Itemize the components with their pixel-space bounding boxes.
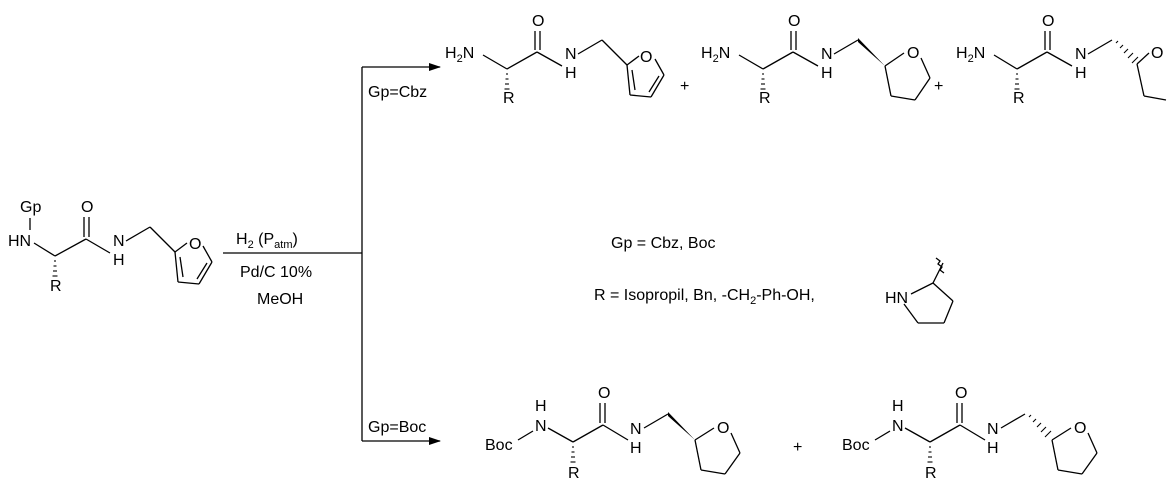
atom-amide-h: H (821, 65, 833, 82)
atom-amide-n: N (630, 421, 642, 438)
atom-carbonyl-o: O (532, 13, 544, 30)
thf-ring (1136, 52, 1167, 101)
hashed-wedge (504, 73, 510, 90)
thf-ring (694, 427, 741, 475)
atom-h2n: H2N (445, 45, 474, 65)
atom-r: R (50, 278, 62, 295)
bond (33, 242, 56, 257)
atom-amide-n: N (113, 233, 125, 250)
hashed-wedge (52, 260, 58, 277)
atom-amide-h: H (987, 440, 999, 457)
hashed-wedge (1014, 73, 1020, 90)
hashed-wedge (1028, 414, 1052, 438)
starting-material: Gp HN O N H R O (8, 199, 213, 295)
top-product-furan: H2N O N H R O (445, 13, 665, 107)
atom-h: H (535, 398, 547, 415)
solvent-label: MeOH (257, 291, 303, 308)
bond (149, 226, 176, 253)
atom-amide-n: N (987, 421, 999, 438)
atom-thf-o: O (907, 45, 919, 62)
atom-thf-o: O (1151, 45, 1163, 62)
atom-r: R (925, 465, 937, 478)
bond (54, 238, 87, 257)
plus-sign: + (680, 78, 689, 95)
atom-amide-h: H (113, 252, 125, 269)
atom-amide-h: H (630, 440, 642, 457)
atom-r: R (1013, 90, 1025, 107)
atom-n: N (892, 418, 904, 435)
hashed-wedge (570, 446, 576, 463)
atom-carbonyl-o: O (598, 385, 610, 402)
thf-ring (1051, 427, 1098, 475)
atom-carbonyl-o: O (1042, 13, 1054, 30)
atom-furan-o: O (189, 236, 201, 253)
bottom-product-boc-thf-s: H N Boc O N H R O (842, 385, 1098, 478)
atom-n: N (535, 418, 547, 435)
legend: Gp = Cbz, Boc R = Isopropil, Bn, -CH2-Ph… (594, 235, 954, 324)
furan-ring (626, 55, 665, 98)
atom-gp: Gp (20, 199, 41, 216)
plus-sign: + (793, 439, 802, 456)
bottom-branch-label: Gp=Boc (368, 419, 426, 436)
atom-carbonyl-o: O (955, 385, 967, 402)
bottom-product-boc-thf-r: H N Boc O N H R O (485, 385, 741, 478)
atom-hn: HN (8, 233, 31, 250)
top-branch-label: Gp=Cbz (368, 84, 427, 101)
reaction-arrow (223, 63, 441, 445)
thf-ring (884, 52, 931, 101)
hashed-wedge (1115, 40, 1139, 64)
catalyst-label: Pd/C 10% (240, 264, 312, 281)
furan-ring (174, 242, 213, 285)
atom-h: H (892, 398, 904, 415)
atom-pyrrolidine-hn: HN (885, 290, 908, 307)
r-definition: R = Isopropil, Bn, -CH2-Ph-OH, (594, 287, 815, 307)
bond (85, 238, 111, 254)
gp-definition: Gp = Cbz, Boc (611, 235, 716, 252)
atom-boc: Boc (842, 437, 870, 454)
attachment-point (935, 257, 945, 274)
atom-carbonyl-o: O (81, 199, 93, 216)
atom-amide-n: N (565, 46, 577, 63)
atom-h2n: H2N (701, 45, 730, 65)
bond (125, 226, 151, 242)
bold-wedge (858, 38, 885, 66)
atom-boc: Boc (485, 437, 513, 454)
top-product-thf-r: H2N O N H R O (701, 13, 931, 107)
bold-wedge (668, 412, 695, 440)
atom-amide-h: H (565, 65, 577, 82)
atom-amide-n: N (821, 46, 833, 63)
pyrrolidine-substituent: HN (885, 257, 954, 324)
atom-amide-h: H (1075, 65, 1087, 82)
reaction-conditions: H2 (Patm) Pd/C 10% MeOH Gp=Cbz Gp=Boc (236, 84, 427, 436)
atom-r: R (568, 465, 580, 478)
atom-carbonyl-o: O (788, 13, 800, 30)
atom-thf-o: O (717, 420, 729, 437)
atom-r: R (503, 90, 515, 107)
atom-amide-n: N (1075, 46, 1087, 63)
atom-h2n: H2N (956, 45, 985, 65)
top-product-thf-s: H2N O N H R O (956, 13, 1167, 107)
plus-sign: + (934, 78, 943, 95)
hydrogen-conditions: H2 (Patm) (236, 231, 298, 251)
hashed-wedge (927, 446, 933, 463)
hashed-wedge (760, 73, 766, 90)
atom-furan-o: O (640, 49, 652, 66)
atom-thf-o: O (1074, 420, 1086, 437)
atom-r: R (759, 90, 771, 107)
